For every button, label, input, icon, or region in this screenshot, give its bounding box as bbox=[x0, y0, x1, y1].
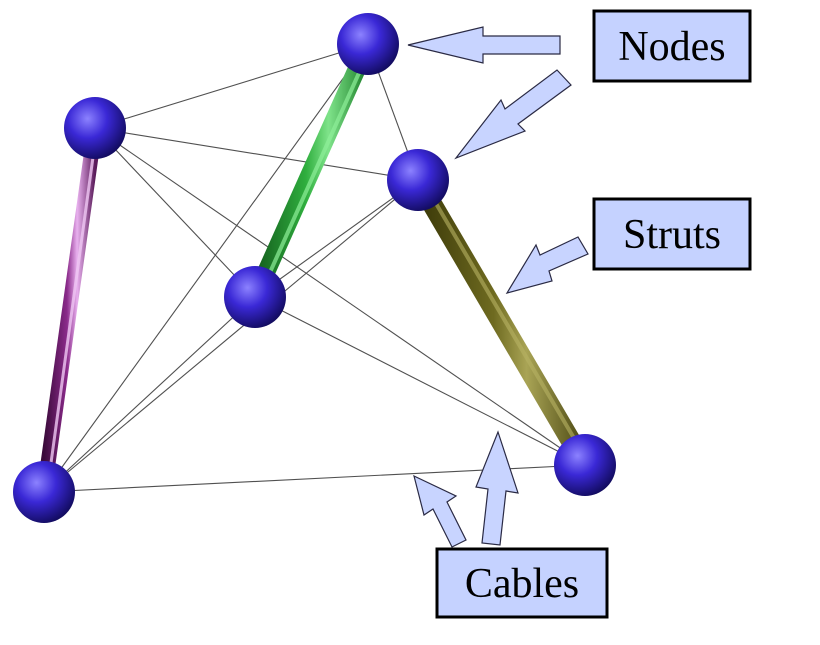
label-struts: Struts bbox=[592, 197, 752, 271]
arrows bbox=[407, 26, 589, 548]
cable bbox=[254, 179, 419, 298]
label-nodes-text: Nodes bbox=[618, 24, 725, 70]
arrow-to-right-node bbox=[454, 69, 572, 160]
strut-green-highlight bbox=[257, 45, 373, 298]
nodes bbox=[13, 13, 616, 523]
cable bbox=[94, 127, 419, 181]
cable bbox=[94, 127, 256, 298]
cable bbox=[43, 179, 419, 493]
cables bbox=[43, 43, 586, 493]
cable bbox=[94, 127, 586, 466]
node bbox=[554, 434, 616, 496]
arrow-to-diagonal-cables bbox=[475, 430, 519, 546]
label-nodes: Nodes bbox=[592, 9, 752, 83]
arrow-to-top-node bbox=[407, 26, 561, 64]
cable bbox=[43, 43, 369, 493]
label-struts-text: Struts bbox=[623, 212, 721, 258]
node bbox=[387, 149, 449, 211]
strut-purple-highlight bbox=[45, 127, 99, 493]
node bbox=[337, 13, 399, 75]
arrow-to-olive-strut bbox=[505, 236, 589, 294]
label-nodes-box bbox=[592, 9, 752, 83]
label-cables: Cables bbox=[435, 547, 609, 619]
arrow-to-bottom-cable bbox=[413, 474, 467, 548]
struts bbox=[36, 40, 594, 494]
node bbox=[13, 461, 75, 523]
node bbox=[64, 97, 126, 159]
label-struts-box bbox=[592, 197, 752, 271]
node bbox=[224, 266, 286, 328]
strut-green bbox=[246, 40, 377, 301]
cable bbox=[254, 296, 586, 466]
cable bbox=[94, 43, 369, 129]
label-cables-box bbox=[435, 547, 609, 619]
strut-purple bbox=[36, 126, 103, 494]
strut-olive-highlight bbox=[419, 176, 590, 464]
label-cables-text: Cables bbox=[465, 561, 579, 607]
cable bbox=[43, 296, 256, 493]
strut-olive bbox=[409, 174, 594, 471]
